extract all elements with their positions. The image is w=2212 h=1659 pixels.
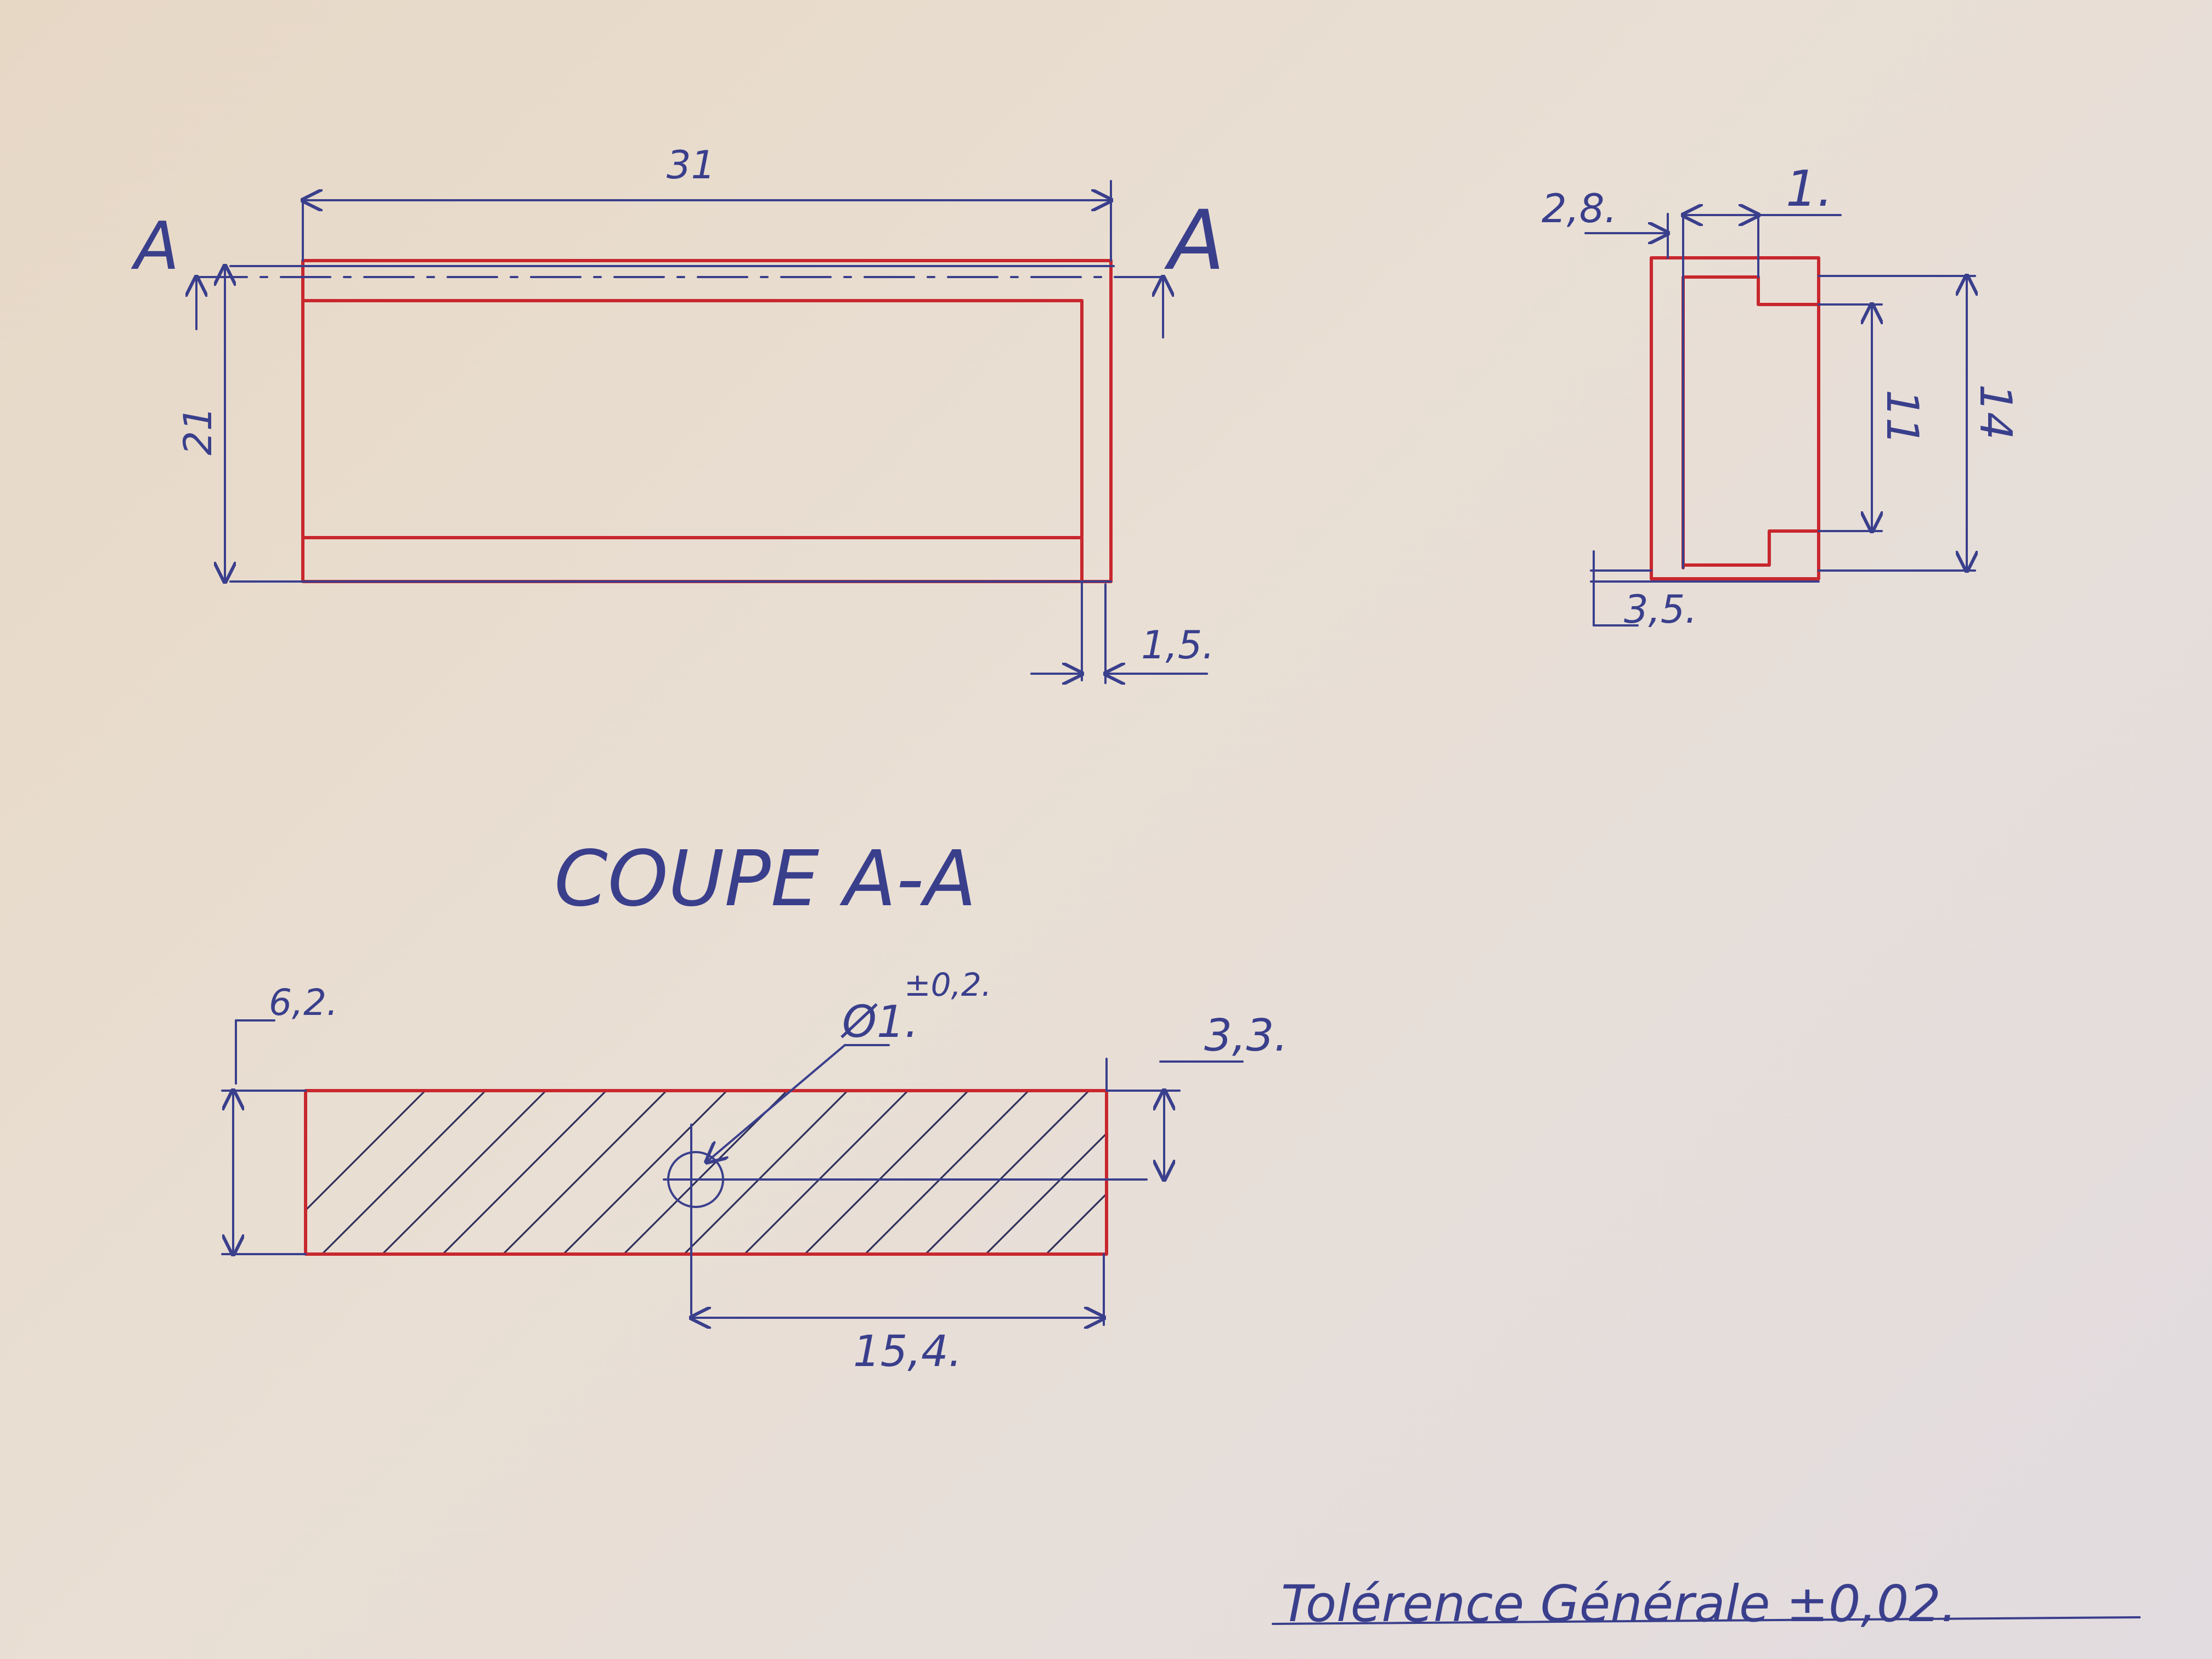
dim-2-8-label: 2,8. bbox=[1542, 185, 1617, 232]
dim-offset-label: 1,5. bbox=[1141, 623, 1215, 668]
dim-hole-offset-label: 15,4. bbox=[853, 1327, 962, 1376]
side-view-outline bbox=[1650, 256, 1820, 580]
section-mark-left: A bbox=[131, 208, 179, 285]
dim-height-label: 21 bbox=[176, 407, 221, 455]
dim-bottom-label: 3,5. bbox=[1624, 587, 1697, 632]
hole-leader bbox=[707, 1044, 846, 1162]
section-hatching bbox=[306, 1091, 1107, 1254]
side-view-inner-profile bbox=[1681, 275, 1820, 569]
dim-left-height-label: 6,2. bbox=[269, 981, 338, 1024]
dim-1-label: 1. bbox=[1786, 160, 1833, 218]
tolerance-note: Tolérence Générale ±0,02. bbox=[1272, 1575, 2141, 1633]
top-view: A A 31 21 1,5. bbox=[131, 143, 1225, 683]
top-view-outline bbox=[301, 259, 1113, 583]
section-title: COUPE A-A bbox=[554, 834, 977, 924]
hole-label: Ø1. bbox=[840, 996, 918, 1047]
dim-outer-height-label: 14 bbox=[1970, 384, 2021, 440]
tolerance-note-text: Tolérence Générale ±0,02. bbox=[1281, 1575, 1957, 1633]
dim-width-label: 31 bbox=[667, 143, 715, 188]
dim-right-height-label: 3,3. bbox=[1204, 1010, 1288, 1061]
hole-tolerance: ±0,2. bbox=[904, 966, 991, 1003]
section-view: COUPE A-A Ø1. ±0,2. bbox=[221, 834, 1288, 1376]
section-mark-right: A bbox=[1164, 193, 1225, 289]
side-view: 2,8. 1. 11 14 3,5. bbox=[1542, 160, 2021, 632]
tolerance-underline bbox=[1272, 1616, 2141, 1625]
dim-inner-height-label: 11 bbox=[1877, 390, 1928, 445]
section-outline bbox=[304, 1089, 1108, 1256]
